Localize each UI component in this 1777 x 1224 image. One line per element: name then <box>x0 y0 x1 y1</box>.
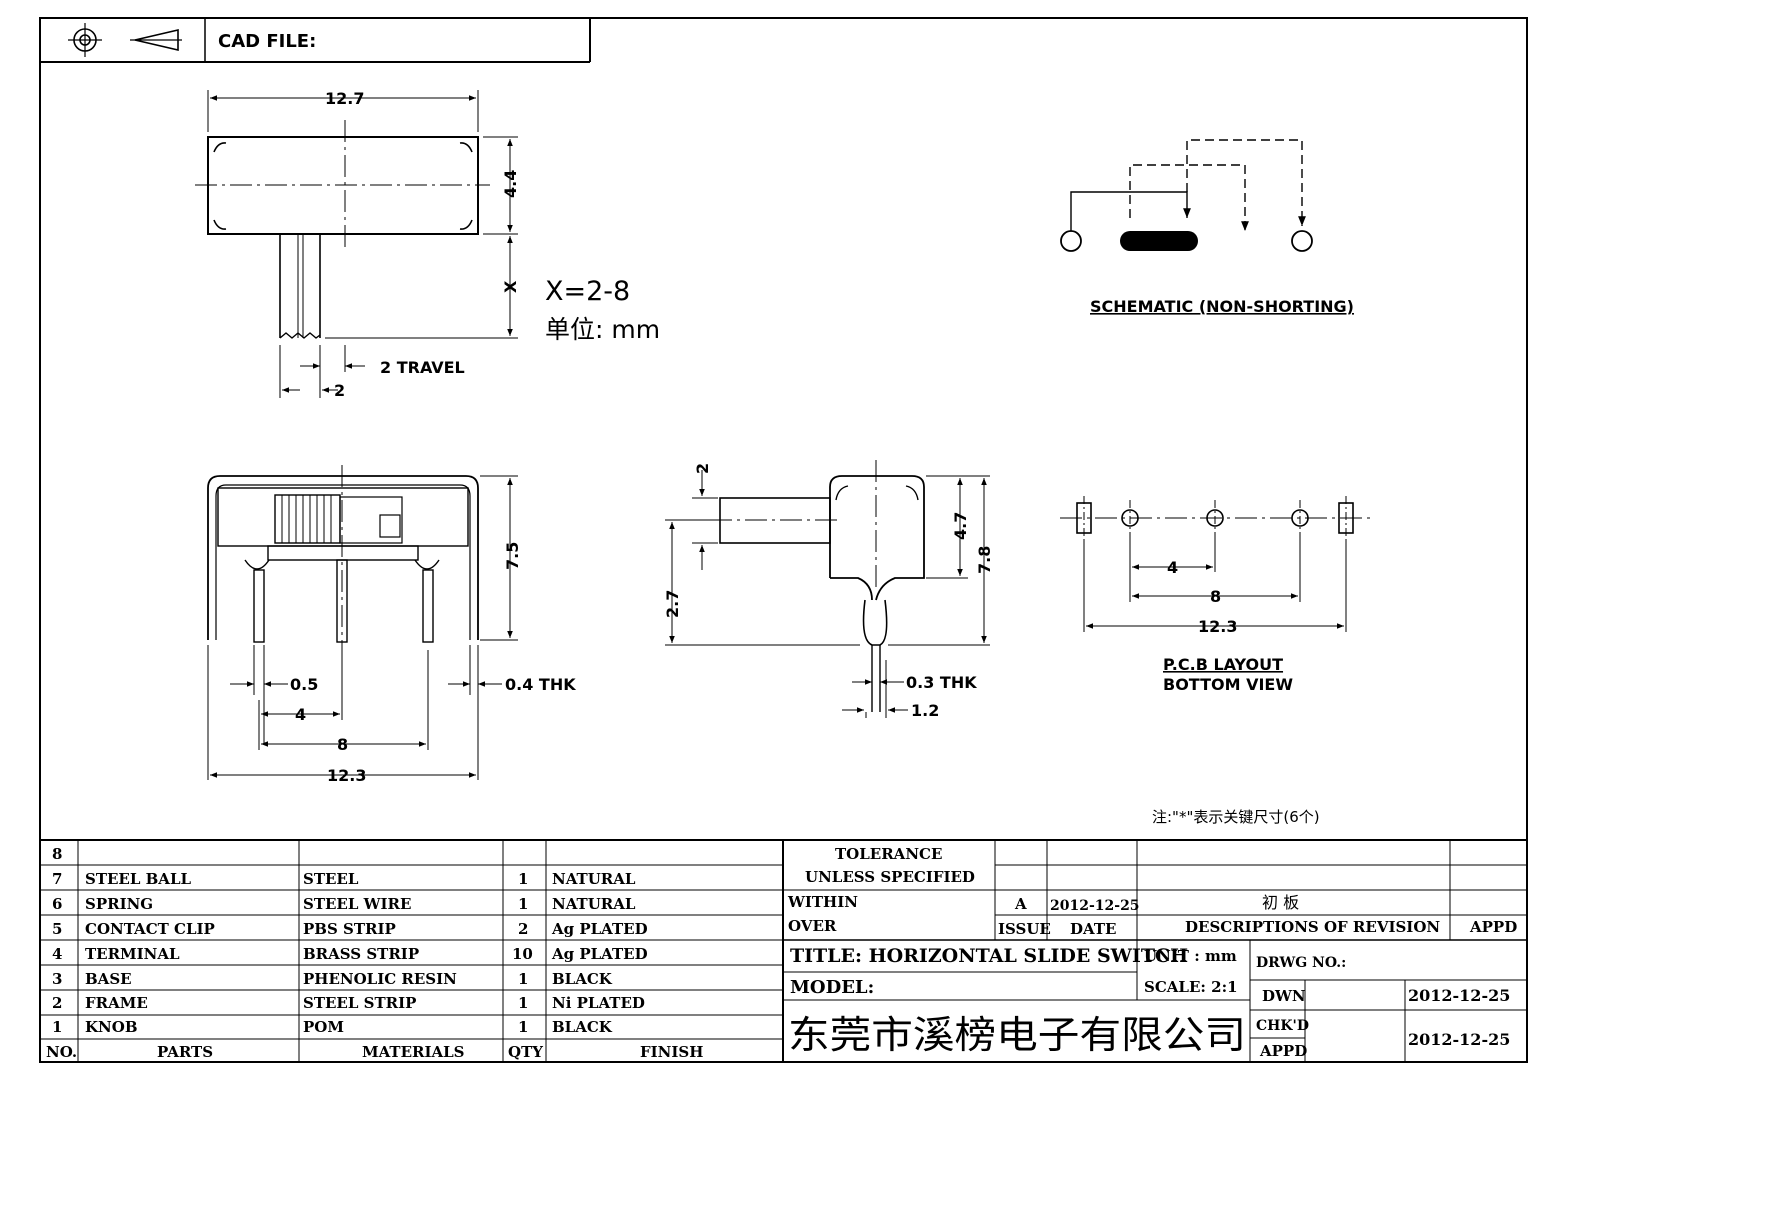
title-block-grid <box>783 840 1527 1062</box>
bom-row-part: BASE <box>85 970 132 988</box>
company-name: 东莞市溪榜电子有限公司 <box>788 1013 1246 1057</box>
front-pin-width-dim: 0.5 <box>290 675 318 694</box>
drawn-label: DWN <box>1262 987 1306 1005</box>
pcb-overall-dim: 12.3 <box>1198 617 1237 636</box>
bom-row-qty: 10 <box>512 945 533 963</box>
bom-header-parts: PARTS <box>157 1043 213 1061</box>
revision-desc-label: DESCRIPTIONS OF REVISION <box>1185 918 1440 936</box>
front-overall-dim: 12.3 <box>327 766 366 785</box>
bom-row-qty: 1 <box>518 994 528 1012</box>
checked-date: 2012-12-25 <box>1408 1030 1510 1049</box>
bom-row-part: CONTACT CLIP <box>85 920 215 938</box>
approved-label: APPD <box>1259 1042 1307 1060</box>
pcb-label-line2: BOTTOM VIEW <box>1163 675 1293 694</box>
bom-row-qty: 1 <box>518 895 528 913</box>
top-width-dim: 12.7 <box>325 89 364 108</box>
bom-row-finish: NATURAL <box>552 870 636 888</box>
bom-row-material: POM <box>303 1018 344 1036</box>
cad-file-label: CAD FILE: <box>218 31 316 52</box>
checked-label: CHK'D <box>1256 1018 1309 1034</box>
issue-label: ISSUE <box>998 920 1051 938</box>
revision-description: 初 板 <box>1262 893 1299 912</box>
side-knob-height-dim: 2 <box>693 463 712 474</box>
drawing-number-label: DRWG NO.: <box>1256 955 1346 971</box>
bom-row-material: PBS STRIP <box>303 920 396 938</box>
bom-row-material: STEEL <box>303 870 359 888</box>
unit-note: 单位: mm <box>545 315 660 344</box>
bom-grid <box>40 839 1527 1062</box>
bom-header-qty: QTY <box>508 1043 543 1061</box>
bom-row-no: 2 <box>52 994 62 1012</box>
bom-row-no: 1 <box>52 1018 62 1036</box>
front-span-dim: 8 <box>337 735 348 754</box>
bom-row-material: PHENOLIC RESIN <box>303 970 457 988</box>
travel-dim: 2 TRAVEL <box>380 358 465 377</box>
bom-row-no: 3 <box>52 970 62 988</box>
pcb-label-line1: P.C.B LAYOUT <box>1163 655 1283 674</box>
unit-label: UNIT : mm <box>1144 947 1237 965</box>
bom-row-material: STEEL STRIP <box>303 994 416 1012</box>
bom-row-part: STEEL BALL <box>85 870 191 888</box>
pcb-span-dim: 8 <box>1210 587 1221 606</box>
bom-row-part: SPRING <box>85 895 153 913</box>
drawn-date: 2012-12-25 <box>1408 986 1510 1005</box>
side-offset-dim: 2.7 <box>663 590 682 618</box>
bom-row-material: STEEL WIRE <box>303 895 411 913</box>
side-body-height-dim: 4.7 <box>951 512 970 540</box>
bom-row-no: 6 <box>52 895 62 913</box>
key-dimension-note: 注:"*"表示关键尺寸(6个) <box>1152 808 1320 826</box>
bom-row-qty: 1 <box>518 1018 528 1036</box>
top-x-dim: X <box>501 280 520 293</box>
bom-row-no: 8 <box>52 845 62 863</box>
pcb-layout <box>1060 496 1372 632</box>
bom-row-finish: Ag PLATED <box>551 920 648 938</box>
bom-row-qty: 1 <box>518 970 528 988</box>
tolerance-over: OVER <box>788 917 837 935</box>
revision-date: 2012-12-25 <box>1050 898 1140 914</box>
bom-header-no: NO. <box>46 1043 77 1061</box>
tolerance-line1: TOLERANCE <box>835 845 942 863</box>
front-height-dim: 7.5 <box>503 542 522 570</box>
knob-width-dim: 2 <box>334 381 345 400</box>
side-thickness-dim: 0.3 THK <box>906 673 977 692</box>
bom-row-finish: BLACK <box>552 970 613 988</box>
bom-row-part: KNOB <box>85 1018 138 1036</box>
bom-row-no: 4 <box>52 945 62 963</box>
front-thickness-dim: 0.4 THK <box>505 675 576 694</box>
top-height-dim: 4.4 <box>501 170 520 198</box>
side-lead-width-dim: 1.2 <box>911 701 939 720</box>
bom-row-qty: 2 <box>518 920 528 938</box>
bom-row-finish: Ag PLATED <box>551 945 648 963</box>
schematic-diagram <box>1060 139 1313 252</box>
bom-row-part: FRAME <box>85 994 148 1012</box>
front-pitch-dim: 4 <box>295 705 306 724</box>
appd-label: APPD <box>1469 918 1517 936</box>
top-view <box>195 90 518 398</box>
scale-label: SCALE: 2:1 <box>1144 978 1238 996</box>
front-view <box>207 465 518 780</box>
projection-symbol-icon <box>68 23 182 57</box>
tolerance-within: WITHIN <box>787 893 858 911</box>
bom-row-finish: NATURAL <box>552 895 636 913</box>
bom-row-material: BRASS STRIP <box>303 945 419 963</box>
side-overall-height-dim: 7.8 <box>975 546 994 574</box>
bom-row-finish: BLACK <box>552 1018 613 1036</box>
pcb-pitch-dim: 4 <box>1167 558 1178 577</box>
bom-row-part: TERMINAL <box>85 945 180 963</box>
schematic-label: SCHEMATIC (NON-SHORTING) <box>1090 297 1354 316</box>
bom-row-no: 7 <box>52 870 62 888</box>
model-label: MODEL: <box>790 977 874 998</box>
date-label: DATE <box>1070 920 1116 938</box>
revision-letter: A <box>1014 895 1027 913</box>
x-range-label: X=2-8 <box>545 276 630 307</box>
bom-header-materials: MATERIALS <box>362 1043 465 1061</box>
drawing-sheet: CAD FILE: 12.7 4.4 X X=2-8 单位: mm 2 TRAV… <box>39 17 1528 1063</box>
bom-row-no: 5 <box>52 920 62 938</box>
side-view <box>665 460 990 718</box>
tolerance-line2: UNLESS SPECIFIED <box>805 868 975 886</box>
bom-row-finish: Ni PLATED <box>552 994 645 1012</box>
bom-header-finish: FINISH <box>640 1043 703 1061</box>
bom-row-qty: 1 <box>518 870 528 888</box>
drawing-title: TITLE: HORIZONTAL SLIDE SWITCH <box>790 945 1188 967</box>
